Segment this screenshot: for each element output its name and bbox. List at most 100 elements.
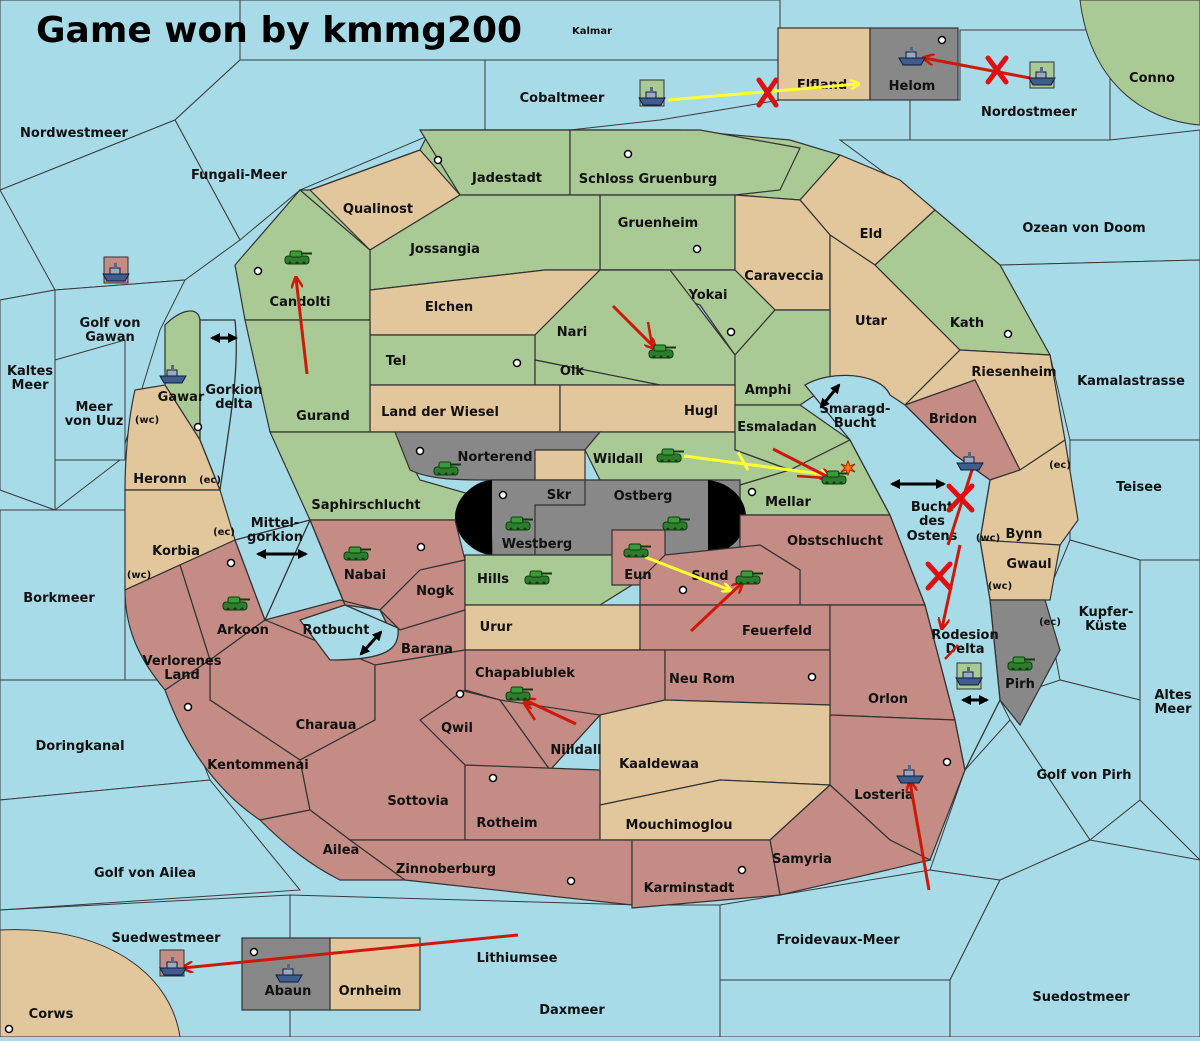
label-karminstadt: Karminstadt <box>644 881 735 896</box>
label-nari: Nari <box>557 325 588 340</box>
label-ozean-von-doom: Ozean von Doom <box>1022 221 1145 236</box>
label-amphi: Amphi <box>745 383 792 398</box>
failed-orders <box>756 55 1009 591</box>
region-golf-von-gawan-n[interactable] <box>0 119 241 291</box>
region-gruenheim[interactable] <box>599 194 736 271</box>
region-meer-von-uuz[interactable] <box>54 339 126 461</box>
move-arrow <box>667 84 858 102</box>
label-kalmar: Kalmar <box>572 26 612 37</box>
label-lithiumsee: Lithiumsee <box>477 951 558 966</box>
region-kaltes-meer[interactable] <box>0 289 56 511</box>
label-corws: Corws <box>29 1007 74 1022</box>
label-ec-heronn: (ec) <box>199 475 221 486</box>
supply-center-icon <box>433 155 443 165</box>
label-nilldall: Nilldall <box>550 743 601 758</box>
label-froidevaux-meer: Froidevaux-Meer <box>776 933 900 948</box>
attack-arrow <box>689 583 742 633</box>
supply-center-icon <box>193 422 203 432</box>
label-kaltes-meer-1: Kaltes <box>7 364 53 379</box>
label-altes-2: Meer <box>1155 702 1193 717</box>
label-wc-bynn: (wc) <box>976 533 1000 544</box>
region-hills[interactable] <box>464 554 641 606</box>
failed-order-x <box>985 55 1009 85</box>
region-gorkion-delta[interactable] <box>199 319 237 493</box>
region-nilldall[interactable] <box>498 699 602 771</box>
attack-arrow <box>772 447 830 478</box>
label-bynn: Bynn <box>1006 527 1043 542</box>
label-bucht-3: Ostens <box>907 529 958 544</box>
label-nordwestmeer: Nordwestmeer <box>20 126 128 141</box>
supply-center-icon <box>498 490 508 500</box>
attack-arrow <box>183 933 519 968</box>
region-labels: Kalmar Cobaltmeer Elfland Helom Nordostm… <box>7 26 1192 1022</box>
label-obstschlucht: Obstschlucht <box>787 534 883 549</box>
supply-center-icon <box>488 773 498 783</box>
supply-center-icon <box>937 35 947 45</box>
label-westberg: Westberg <box>502 537 572 552</box>
label-olk: Olk <box>560 364 585 379</box>
label-helom: Helom <box>889 79 936 94</box>
units-fleets <box>102 46 1056 983</box>
region-corws[interactable] <box>0 929 181 1038</box>
label-skr: Skr <box>547 488 572 503</box>
label-nordostmeer: Nordostmeer <box>981 105 1078 120</box>
label-bucht-1: Bucht <box>911 500 953 515</box>
move-arrow <box>683 454 828 475</box>
label-charaua: Charaua <box>296 718 357 733</box>
attack-arrow <box>946 469 974 546</box>
region-westberg-cap <box>455 480 492 555</box>
label-gorkion-1: Gorkion <box>205 383 262 398</box>
label-cobaltmeer: Cobaltmeer <box>520 91 605 106</box>
attack-arrow <box>296 278 309 375</box>
supply-center-icon <box>1003 329 1013 339</box>
attack-arrow <box>910 782 931 891</box>
region-kath[interactable] <box>874 209 1052 356</box>
label-verlorenes-1: Verlorenes <box>142 654 221 669</box>
supply-center-icon <box>737 865 747 875</box>
label-ornheim: Ornheim <box>339 984 402 999</box>
label-norterend: Norterend <box>457 450 532 465</box>
label-ec-korbia: (ec) <box>213 527 235 538</box>
label-kamalastrasse: Kamalastrasse <box>1077 374 1185 389</box>
label-teisee: Teisee <box>1116 480 1162 495</box>
label-kath: Kath <box>950 316 984 331</box>
land-regions <box>124 129 1079 909</box>
label-kaaldewaa: Kaaldewaa <box>619 757 699 772</box>
label-ec-gwaul: (ec) <box>1039 617 1061 628</box>
label-mouchimoglou: Mouchimoglou <box>626 818 733 833</box>
region-karminstadt[interactable] <box>631 839 781 909</box>
label-bridon: Bridon <box>929 412 977 427</box>
region-golf-von-ailea[interactable] <box>0 779 302 911</box>
region-conno[interactable] <box>1079 0 1200 126</box>
label-smaragd-2: Bucht <box>834 416 876 431</box>
label-eun: Eun <box>624 568 651 583</box>
label-golf-von-gawan-1: Golf von <box>80 316 141 331</box>
label-mittel-2: gorkion <box>247 530 303 545</box>
label-chapablublek: Chapablublek <box>475 666 575 681</box>
label-nogk: Nogk <box>416 584 454 599</box>
label-meer-von-uuz-2: von Uuz <box>65 414 124 429</box>
supply-center-icon <box>623 149 633 159</box>
label-sund: Sund <box>691 569 728 584</box>
region-ostberg-cap <box>708 480 746 555</box>
region-bucht-des-ostens[interactable] <box>804 374 1001 772</box>
region-teisee[interactable] <box>1069 439 1200 561</box>
label-bucht-2: des <box>919 514 945 529</box>
supply-center-icon <box>226 558 236 568</box>
label-gawar: Gawar <box>158 390 205 405</box>
label-smaragd-1: Smaragd- <box>820 402 891 417</box>
label-eld: Eld <box>860 227 883 242</box>
region-daxmeer[interactable] <box>719 979 951 1038</box>
label-mellar: Mellar <box>765 495 811 510</box>
label-caraveccia: Caraveccia <box>744 269 823 284</box>
supply-center-icon <box>512 358 522 368</box>
label-riesenheim: Riesenheim <box>971 365 1056 380</box>
supply-center-icon <box>249 947 259 957</box>
label-feuerfeld: Feuerfeld <box>742 624 812 639</box>
label-losteria: Losteria <box>854 788 914 803</box>
label-fungali-meer: Fungali-Meer <box>191 168 288 183</box>
supply-center-icon <box>942 757 952 767</box>
region-golf-von-pirh-s[interactable] <box>929 719 1091 881</box>
double-arrows <box>210 333 989 705</box>
